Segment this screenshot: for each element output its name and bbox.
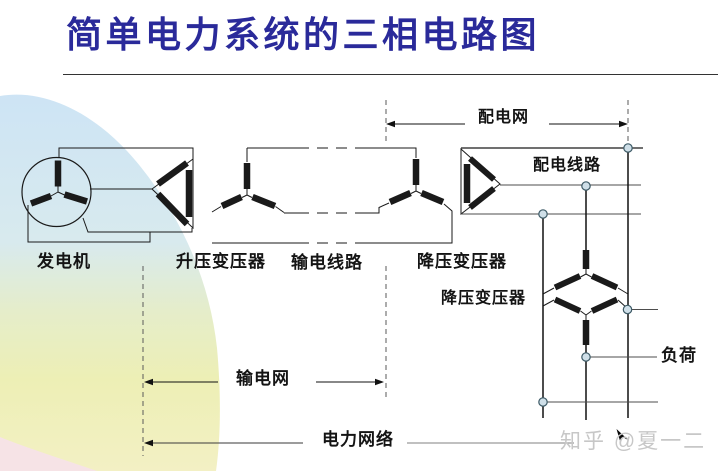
transmission-line-wires — [212, 147, 453, 244]
junction-node — [622, 304, 633, 315]
distribution-line-label: 配电线路 — [533, 157, 602, 174]
step-down-transformer-2-label: 降压变压器 — [441, 290, 527, 307]
distribution-network-label: 配电网 — [478, 109, 530, 126]
step-down-transformer-1-label: 降压变压器 — [417, 252, 507, 271]
distribution-lines — [461, 147, 643, 420]
junction-node — [581, 181, 591, 191]
transmission-network-label: 输电网 — [236, 369, 290, 388]
span-arrows — [144, 120, 628, 447]
junction-node — [538, 397, 548, 407]
step-down-transformer-2-symbol — [542, 250, 629, 345]
generator-symbol — [21, 156, 92, 228]
load-feeder-lines — [543, 309, 658, 403]
span-boundary-dashes — [142, 100, 629, 456]
step-up-transformer-label: 升压变压器 — [176, 252, 266, 271]
junction-nodes — [538, 143, 633, 407]
junction-node — [538, 209, 548, 219]
page-title: 简单电力系统的三相电路图 — [66, 15, 541, 55]
load-label: 负荷 — [661, 346, 697, 365]
step-down-transformer-1-symbol — [388, 147, 501, 216]
junction-node — [623, 143, 633, 153]
junction-node — [581, 352, 591, 362]
step-up-transformer-symbol — [151, 148, 285, 230]
watermark: 知乎 @夏一二 — [560, 430, 707, 453]
generator-label: 发电机 — [37, 252, 91, 271]
background-gradient-blob — [0, 94, 220, 471]
generator-wires — [27, 147, 194, 243]
transmission-line-label: 输电线路 — [291, 253, 363, 272]
mouse-cursor — [616, 429, 629, 443]
power-network-label: 电力网络 — [322, 430, 394, 449]
